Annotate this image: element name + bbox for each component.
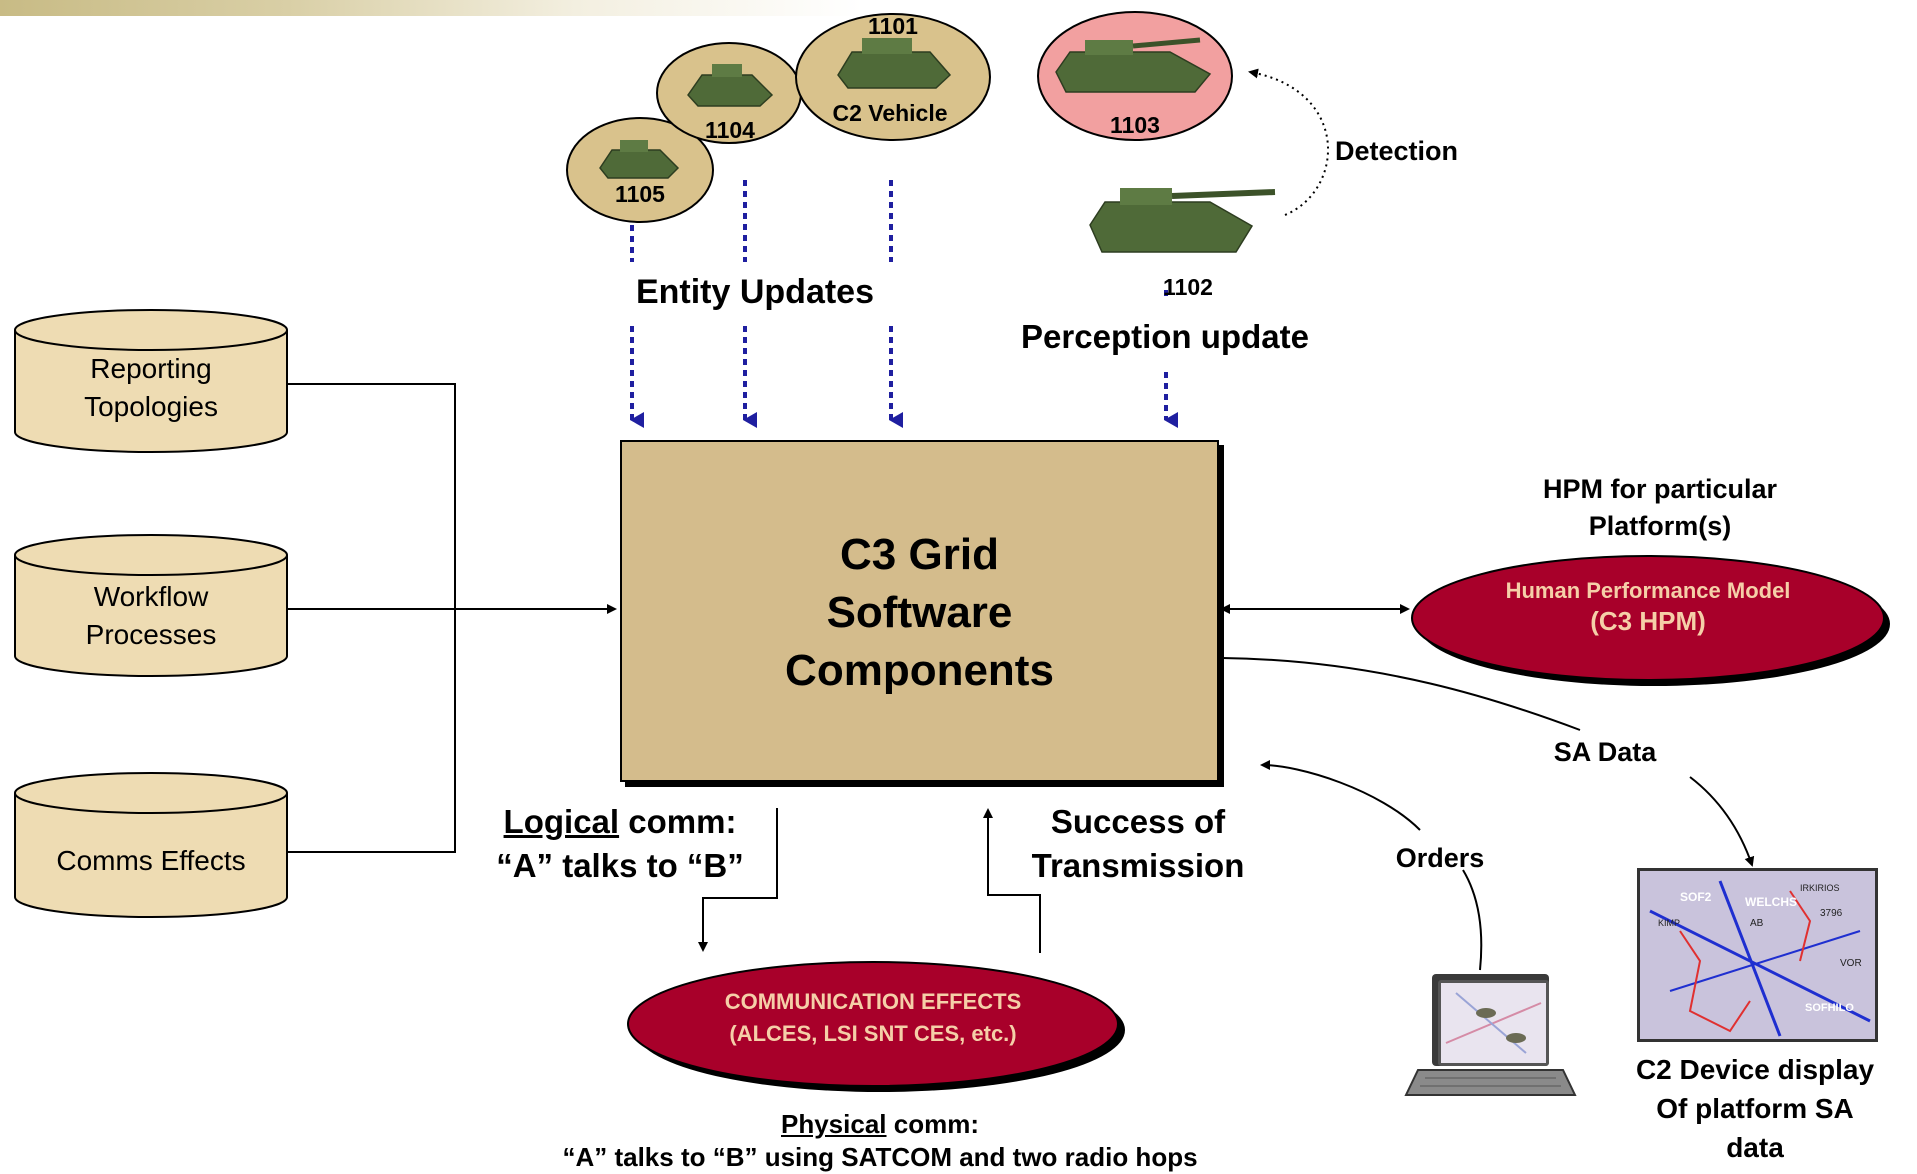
laptop-screen xyxy=(1438,980,1549,1066)
tank-icon-1103 xyxy=(1055,37,1212,93)
perception-update-label: Perception update xyxy=(1021,318,1309,355)
logical-comm-label: Logical comm: “A” talks to “B” xyxy=(496,803,744,884)
c3-grid-title: C3 Grid Software Components xyxy=(785,530,1054,695)
map-label-3796: 3796 xyxy=(1820,908,1843,919)
detection-curve xyxy=(1248,68,1329,216)
orders-curve xyxy=(1260,760,1421,831)
map-label-ab: AB xyxy=(1750,918,1764,929)
db-label-workflow: Workflow Processes xyxy=(85,581,217,650)
sa-data-curve xyxy=(1221,657,1581,731)
db-connector-lines xyxy=(287,383,617,853)
db-cylinder-reporting xyxy=(14,309,288,453)
map-label-vor: VOR xyxy=(1840,958,1862,969)
sa-map-icon: SOF2 WELCHS SOFHILO IRKIRIOS VOR 3796 AB… xyxy=(1640,871,1875,1039)
comm-effects-ellipse xyxy=(627,961,1119,1087)
db-cylinder-comms xyxy=(14,772,288,918)
map-label-sof2: SOF2 xyxy=(1680,890,1712,904)
comm-effects-label: COMMUNICATION EFFECTS (ALCES, LSI SNT CE… xyxy=(724,989,1022,1046)
tank-icon-1104 xyxy=(687,64,774,107)
hpm-ellipse xyxy=(1411,555,1885,681)
vehicle-id-1103: 1103 xyxy=(1110,112,1160,138)
map-label-welchs: WELCHS xyxy=(1745,895,1797,909)
map-label-irkirios: IRKIRIOS xyxy=(1800,883,1840,893)
vehicle-label-c2: C2 Vehicle xyxy=(832,100,948,126)
laptop-map-icon xyxy=(1445,992,1542,1054)
logical-comm-connector xyxy=(698,808,778,952)
physical-comm-label: Physical comm: “A” talks to “B” using SA… xyxy=(562,1109,1198,1172)
c3-grid-box: C3 Grid Software Components xyxy=(620,440,1219,782)
vehicle-id-1105: 1105 xyxy=(615,181,665,207)
map-label-kimp: KIMP xyxy=(1658,918,1680,928)
hpm-label: Human Performance Model (C3 HPM) xyxy=(1505,578,1791,636)
db-cylinder-workflow xyxy=(14,534,288,677)
tank-icon-1101 xyxy=(837,38,952,89)
vehicle-id-1101: 1101 xyxy=(868,13,918,39)
tank-icon-1102 xyxy=(1089,188,1276,253)
entity-update-arrows xyxy=(630,180,1178,428)
detection-label: Detection xyxy=(1335,136,1459,166)
entity-updates-label: Entity Updates xyxy=(635,273,875,311)
map-label-sofhilo: SOFHILO xyxy=(1805,1002,1854,1014)
title-gradient-bar xyxy=(0,0,1917,16)
db-label-reporting: Reporting Topologies xyxy=(84,353,218,422)
vehicle-id-1104: 1104 xyxy=(705,117,755,143)
tank-icon-1105 xyxy=(599,140,680,179)
vehicle-id-1102: 1102 xyxy=(1163,274,1213,300)
orders-label: Orders xyxy=(1395,843,1485,873)
success-transmission-label: Success of Transmission xyxy=(1031,803,1245,884)
c2-device-label: C2 Device display Of platform SA data xyxy=(1635,1054,1875,1163)
sa-data-label: SA Data xyxy=(1553,737,1657,767)
db-label-comms: Comms Effects xyxy=(56,845,246,876)
success-connector xyxy=(983,808,1041,953)
hpm-heading: HPM for particular Platform(s) xyxy=(1542,474,1778,541)
c2-device-display: SOF2 WELCHS SOFHILO IRKIRIOS VOR 3796 AB… xyxy=(1637,868,1878,1042)
